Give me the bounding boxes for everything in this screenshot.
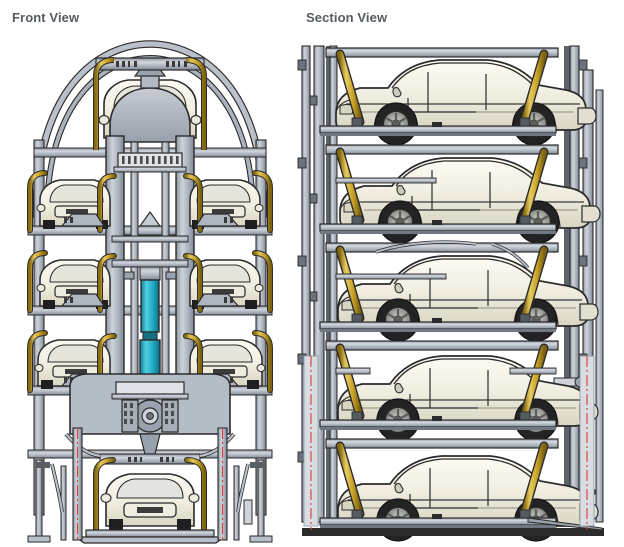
bottom-platform <box>74 529 226 544</box>
center-cross-beams <box>111 210 189 280</box>
level-row-5 <box>319 438 600 543</box>
car-front-row2-right <box>189 259 264 309</box>
front-view-diagram <box>0 30 300 547</box>
centerline-left <box>303 355 319 530</box>
level-row-2 <box>319 144 602 245</box>
comb-pallet-mechanism <box>113 152 187 173</box>
strut-right-5 <box>519 441 549 519</box>
left-column-assembly <box>297 45 338 523</box>
yellow-guard-rails-levels <box>27 170 273 393</box>
level-row-1 <box>319 47 598 147</box>
strut-left-5 <box>335 441 365 519</box>
ground-base <box>302 517 604 536</box>
section-view-title: Section View <box>306 10 388 25</box>
strut-right-4 <box>519 343 549 421</box>
hydraulic-cylinder <box>134 265 166 389</box>
strut-right-1 <box>519 49 549 127</box>
ground-support-feet <box>27 459 273 543</box>
strut-right-3 <box>519 245 549 323</box>
lower-beam-assembly <box>64 432 236 465</box>
yellow-guard-rails-bottom <box>93 457 207 533</box>
car-front-bottom <box>100 473 200 531</box>
car-front-top <box>98 63 202 143</box>
strut-left-1 <box>335 49 365 127</box>
section-view-diagram <box>296 30 624 547</box>
strut-left-3 <box>335 245 365 323</box>
strut-left-4 <box>335 343 365 421</box>
motor-gear-assembly <box>121 399 179 433</box>
front-view-title: Front View <box>12 10 80 25</box>
lift-carriage-machinery <box>69 373 231 455</box>
centerline-right <box>579 355 595 530</box>
yellow-guard-rails-top <box>93 57 207 150</box>
top-machinery-beam <box>95 57 205 71</box>
car-front-row3-left <box>34 339 111 389</box>
level-row-4 <box>319 340 600 443</box>
strut-left-2 <box>335 147 365 225</box>
strut-right-2 <box>519 147 549 225</box>
level-row-3 <box>319 240 600 343</box>
